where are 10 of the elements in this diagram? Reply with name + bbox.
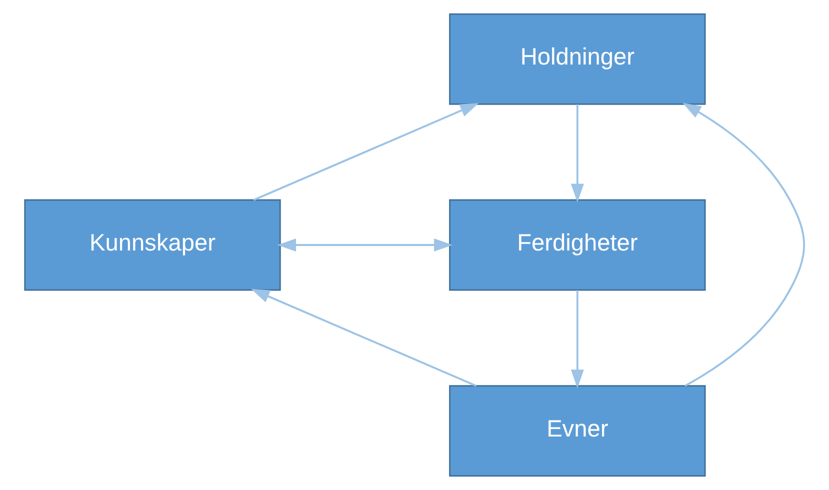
arrow bbox=[251, 288, 477, 387]
arrow bbox=[682, 102, 805, 387]
node-box: Ferdigheter bbox=[449, 199, 706, 291]
arrow bbox=[277, 238, 453, 252]
node-box: Evner bbox=[449, 385, 706, 477]
node-box: Holdninger bbox=[449, 13, 706, 105]
arrow bbox=[570, 290, 584, 388]
node-box: Kunnskaper bbox=[24, 199, 281, 291]
arrow bbox=[253, 103, 479, 201]
arrow bbox=[570, 104, 584, 202]
